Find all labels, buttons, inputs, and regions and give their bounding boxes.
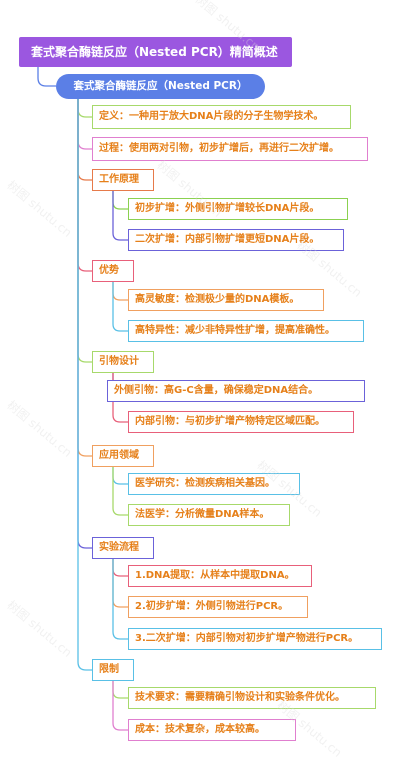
node-exp-secondary[interactable]: 3.二次扩增：内部引物对初步扩增产物进行PCR。: [128, 628, 382, 650]
node-limitations[interactable]: 限制: [92, 659, 134, 681]
connector-level2: [112, 373, 128, 423]
connector-level2: [112, 191, 128, 241]
node-principle-secondary[interactable]: 二次扩增：内部引物扩增更短DNA片段。: [128, 229, 344, 251]
connector-level1: [77, 99, 92, 671]
node-adv-specificity[interactable]: 高特异性：减少非特异性扩增，提高准确性。: [128, 320, 364, 342]
node-lim-technical[interactable]: 技术要求：需要精确引物设计和实验条件优化。: [128, 687, 376, 709]
node-exp-extraction[interactable]: 1.DNA提取：从样本中提取DNA。: [128, 565, 312, 587]
node-primer-design[interactable]: 引物设计: [92, 351, 154, 373]
connector-level2: [112, 559, 128, 608]
connector-level2: [112, 467, 128, 485]
node-applications[interactable]: 应用领域: [92, 445, 154, 467]
node-adv-sensitivity[interactable]: 高灵敏度：检测极少量的DNA模板。: [128, 289, 324, 311]
connector-level1: [77, 99, 92, 549]
connector-level2: [112, 559, 128, 577]
node-advantages[interactable]: 优势: [92, 260, 134, 282]
connector-level2: [112, 282, 128, 301]
connector-level2: [112, 681, 128, 731]
node-principle-initial[interactable]: 初步扩增：外侧引物扩增较长DNA片段。: [128, 198, 348, 220]
connector-level1: [77, 99, 92, 457]
node-app-medical[interactable]: 医学研究：检测疾病相关基因。: [128, 473, 300, 495]
connector-level1: [77, 99, 92, 150]
node-process[interactable]: 过程：使用两对引物，初步扩增后，再进行二次扩增。: [92, 137, 368, 161]
node-primer-inner[interactable]: 内部引物：与初步扩增产物特定区域匹配。: [128, 411, 354, 433]
connector-level1: [77, 99, 92, 272]
connector-level1: [77, 99, 92, 181]
connector-root: [37, 67, 56, 87]
connector-level2: [112, 681, 128, 699]
node-definition[interactable]: 定义：一种用于放大DNA片段的分子生物学技术。: [92, 105, 351, 129]
node-app-forensic[interactable]: 法医学：分析微量DNA样本。: [128, 504, 290, 526]
root-title[interactable]: 套式聚合酶链反应（Nested PCR）精简概述: [19, 37, 292, 67]
node-primer-outer[interactable]: 外侧引物：高G-C含量，确保稳定DNA结合。: [107, 380, 365, 402]
connector-level2: [112, 467, 128, 516]
connector-level2: [112, 282, 128, 332]
node-experiment[interactable]: 实验流程: [92, 537, 154, 559]
connector-level2: [112, 559, 128, 640]
connector-level2: [112, 191, 128, 210]
connector-level1: [77, 99, 92, 118]
connector-level1: [77, 99, 92, 363]
node-exp-initial[interactable]: 2.初步扩增：外侧引物进行PCR。: [128, 596, 308, 618]
main-topic[interactable]: 套式聚合酶链反应（Nested PCR）: [56, 74, 265, 99]
node-lim-cost[interactable]: 成本：技术复杂，成本较高。: [128, 719, 296, 741]
node-principle[interactable]: 工作原理: [92, 169, 154, 191]
